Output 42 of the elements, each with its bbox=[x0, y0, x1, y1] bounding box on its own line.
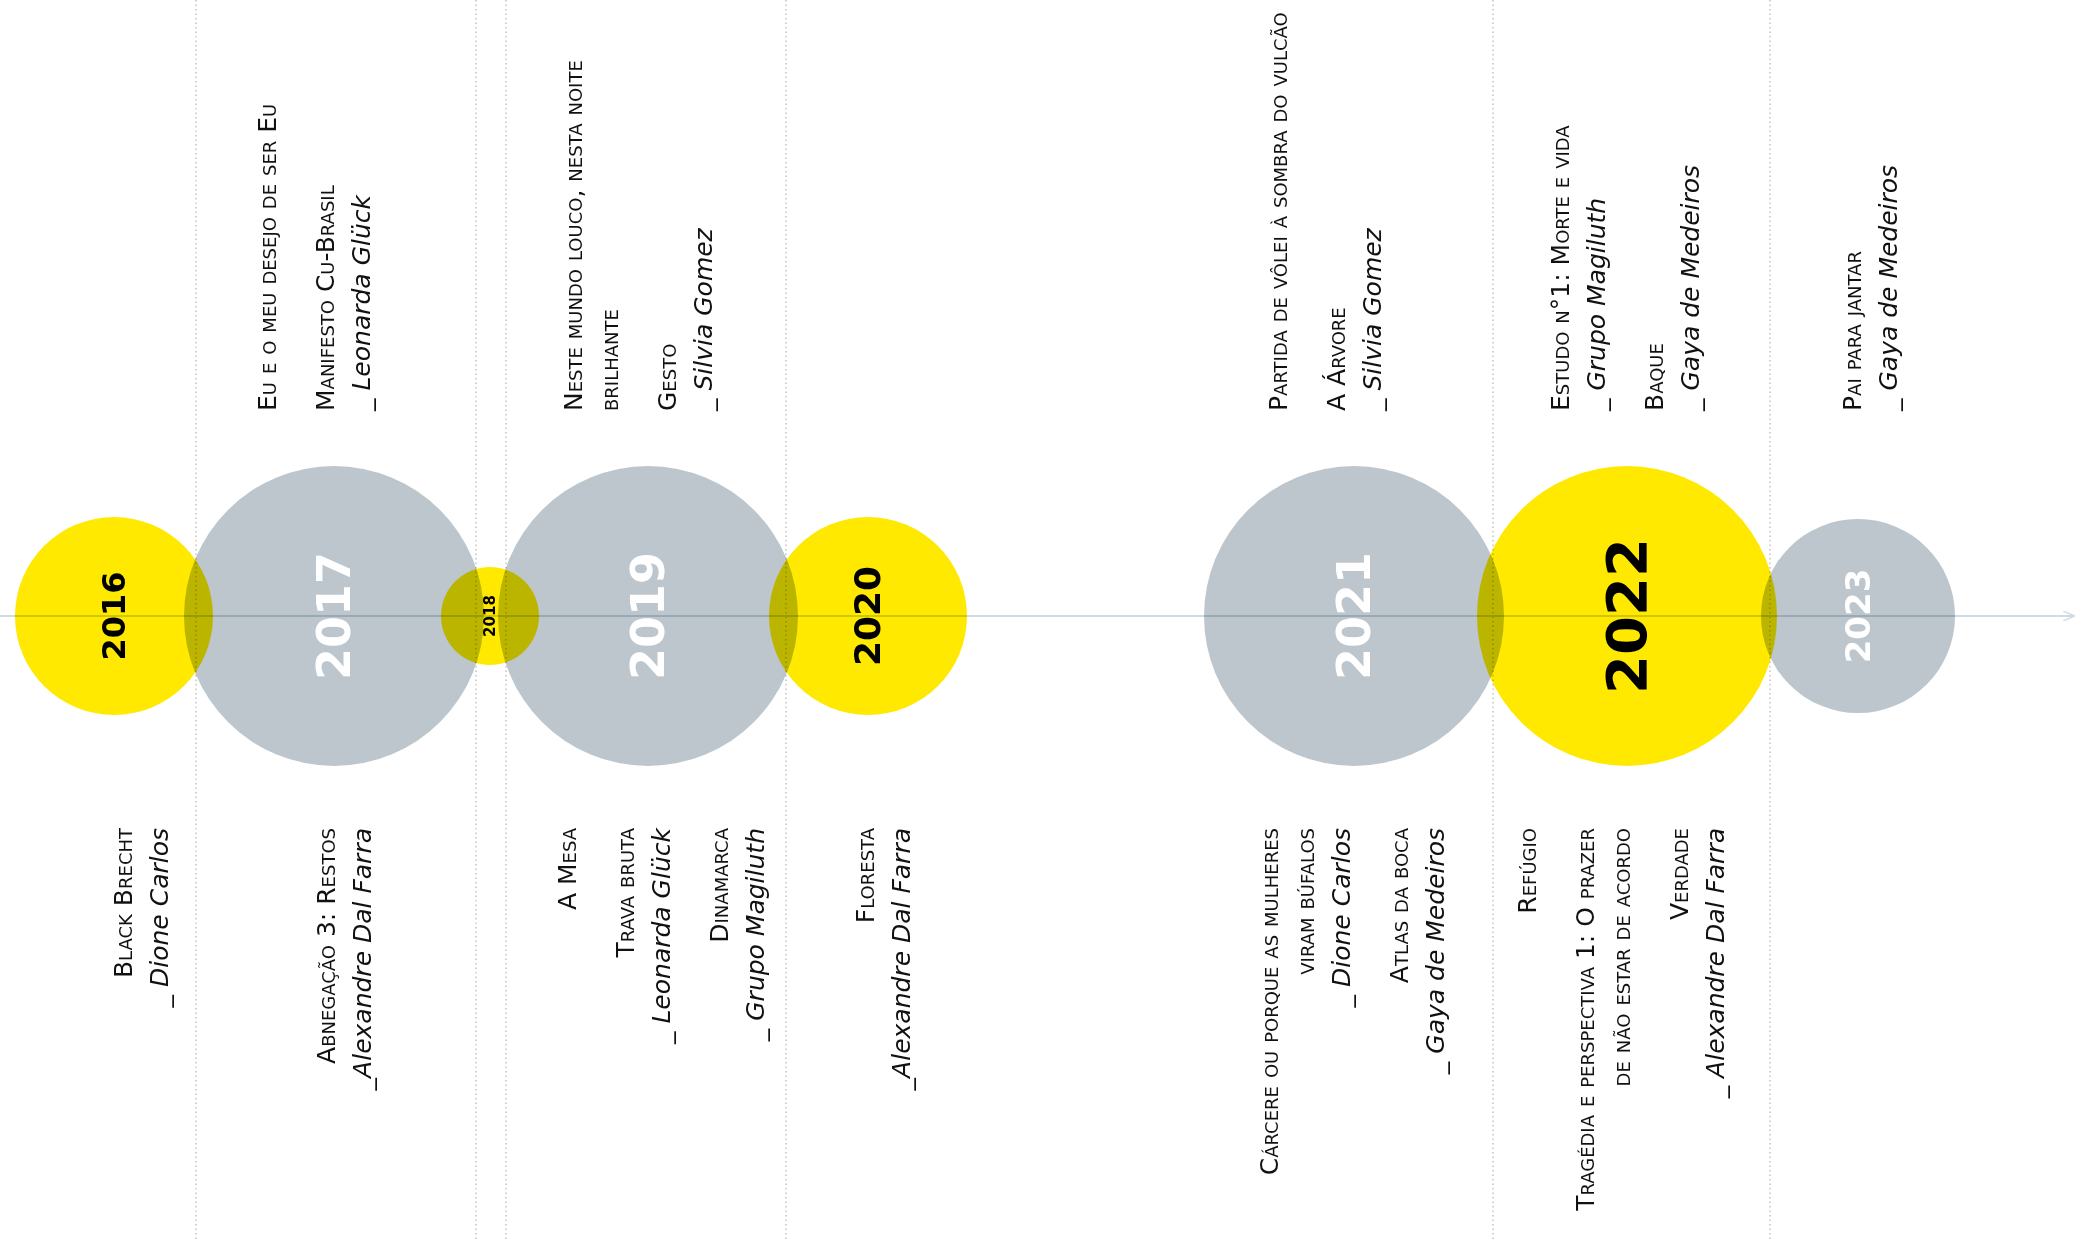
year-label: 2020 bbox=[850, 565, 886, 667]
work-title: Verdade bbox=[1664, 828, 1695, 923]
author-name: _ Grupo Magiluth bbox=[740, 828, 771, 1044]
author-name: _Alexandre Dal Farra bbox=[886, 828, 917, 1093]
author-name: _ Gaya de Medeiros bbox=[1675, 163, 1706, 411]
work-title: Atlas da boca bbox=[1384, 828, 1415, 986]
work-title: Gesto bbox=[652, 342, 683, 411]
author-name: _ Gaya de Medeiros bbox=[1873, 163, 1904, 411]
year-label: 2022 bbox=[1599, 538, 1655, 694]
work-title: Refúgio bbox=[1512, 828, 1543, 916]
work-title: Black Brecht bbox=[108, 828, 139, 981]
author-name: _ Leonarda Glück bbox=[346, 193, 377, 411]
work-title: Abnegação 3: Restos bbox=[311, 828, 342, 1066]
author-name: _ Leonarda Glück bbox=[646, 828, 677, 1047]
work-title: Trava bruta bbox=[610, 828, 641, 960]
author-name: _ Gaya de Medeiros bbox=[1420, 828, 1451, 1077]
work-title: Partida de vôlei à sombra do vulcão bbox=[1263, 11, 1294, 411]
year-label: 2017 bbox=[311, 552, 357, 680]
work-title: Tragédia e perspectiva 1: O prazer de não estar de acordo bbox=[1570, 828, 1637, 1213]
work-title: Cárcere ou porque as mulheres viram búfalos bbox=[1254, 828, 1321, 1178]
work-title: A Árvore bbox=[1321, 306, 1352, 411]
year-label: 2021 bbox=[1331, 552, 1377, 680]
year-label: 2016 bbox=[98, 571, 130, 661]
author-name: _ Silvia Gomez bbox=[1357, 227, 1388, 411]
work-title: Baque bbox=[1639, 342, 1670, 411]
author-name: _ Dione Carlos bbox=[1326, 828, 1357, 1010]
work-title: Floresta bbox=[850, 828, 881, 926]
work-title: A Mesa bbox=[552, 828, 583, 913]
author-name: _ Dione Carlos bbox=[144, 828, 175, 1010]
year-label: 2019 bbox=[625, 552, 671, 680]
author-name: _ Alexandre Dal Farra bbox=[1700, 828, 1731, 1101]
year-label: 2023 bbox=[1841, 568, 1875, 664]
work-title: Eu e o meu desejo de ser Eu bbox=[252, 102, 283, 411]
year-label: 2018 bbox=[482, 595, 498, 637]
work-title: Dinamarca bbox=[704, 828, 735, 945]
work-title: Estudo n°1: Morte e vida bbox=[1545, 124, 1576, 411]
work-title: Neste mundo louco, nesta noite brilhante bbox=[558, 59, 625, 411]
author-name: _ Grupo Magiluth bbox=[1581, 196, 1612, 411]
author-name: _ Silvia Gomez bbox=[688, 227, 719, 411]
work-title: Pai para jantar bbox=[1837, 250, 1868, 411]
author-name: _Alexandre Dal Farra bbox=[347, 828, 378, 1093]
work-title: Manifesto Cu-Brasil bbox=[310, 184, 341, 411]
